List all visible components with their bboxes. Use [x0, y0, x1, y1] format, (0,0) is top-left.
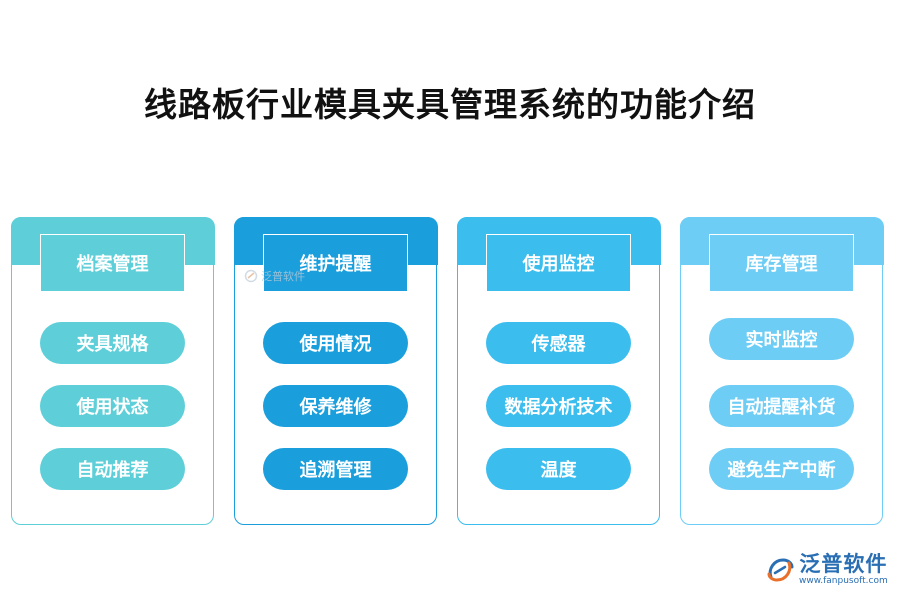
watermark-logo-icon: [244, 269, 258, 283]
feature-pill[interactable]: 自动提醒补货: [709, 385, 854, 427]
brand-logo: 泛普软件 www.fanpusoft.com: [765, 552, 888, 587]
brand-mark-icon: [767, 557, 794, 582]
brand-name: 泛普软件: [799, 552, 888, 576]
brand-url: www.fanpusoft.com: [799, 576, 888, 586]
watermark-text: 泛普软件: [261, 270, 305, 283]
card-heading: 使用监控: [486, 234, 631, 292]
page-title: 线路板行业模具夹具管理系统的功能介绍: [144, 85, 756, 124]
feature-pill[interactable]: 夹具规格: [40, 322, 185, 364]
card-usage-monitoring: 使用监控 传感器 数据分析技术 温度: [456, 216, 661, 525]
card-heading: 维护提醒: [263, 234, 408, 292]
feature-pill[interactable]: 温度: [486, 448, 631, 490]
feature-pill[interactable]: 自动推荐: [40, 448, 185, 490]
feature-pill[interactable]: 数据分析技术: [486, 385, 631, 427]
feature-pill[interactable]: 传感器: [486, 322, 631, 364]
feature-pill[interactable]: 实时监控: [709, 318, 854, 360]
feature-pill[interactable]: 使用情况: [263, 322, 408, 364]
card-archive-management: 档案管理 夹具规格 使用状态 自动推荐: [10, 216, 215, 525]
feature-pill[interactable]: 避免生产中断: [709, 448, 854, 490]
feature-pill[interactable]: 使用状态: [40, 385, 185, 427]
card-maintenance-reminder: 维护提醒 使用情况 保养维修 追溯管理: [233, 216, 438, 525]
feature-pill[interactable]: 保养维修: [263, 385, 408, 427]
feature-pill[interactable]: 追溯管理: [263, 448, 408, 490]
card-heading: 库存管理: [709, 234, 854, 292]
card-heading: 档案管理: [40, 234, 185, 292]
watermark: 泛普软件: [244, 268, 305, 284]
card-inventory-management: 库存管理 实时监控 自动提醒补货 避免生产中断: [679, 216, 884, 525]
